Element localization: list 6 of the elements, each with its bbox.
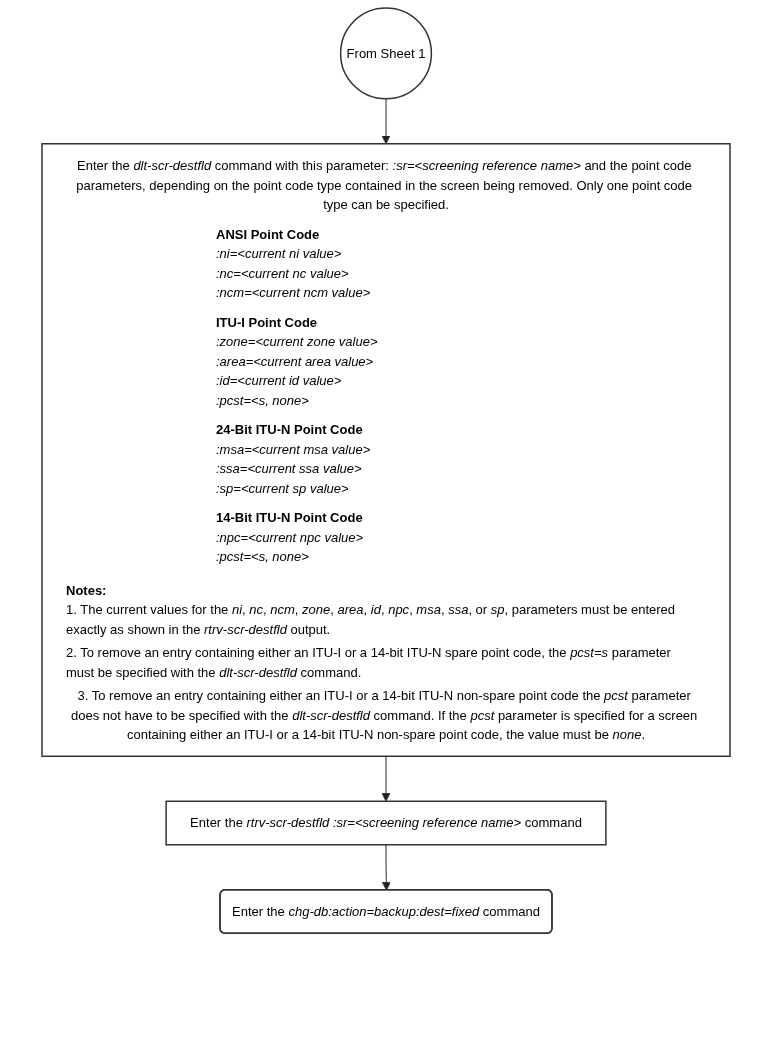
arrow (381, 755, 390, 802)
node-box: Enter the rtrv-scr-destfld :sr=<screening reference name> command (164, 800, 607, 846)
node-circle: From Sheet 1 (339, 7, 432, 100)
arrow (381, 98, 390, 145)
arrow (381, 844, 391, 891)
node-box: Enter the dlt-scr-destfld command with this parameter: :sr=<screening reference name> and the point code parameters, depending on the point code type contained in the screen being removed. Only one point code type can be specified. ANSI Point Code :ni=<current ni value> :nc=<current nc value> :ncm=<current ncm value> ITU-I Point Code :zone=<current zone value> :area=<current area value> :id=<current id value> :pcst=<s, none> 24-Bit ITU-N Point Code :msa=<current msa value> :ssa=<current ssa value> :sp=<current sp value> 14-Bit ITU-N Point Code :npc=<current npc value> :pcst=<s, none> Notes: 1. The current values for the ni, nc, ncm, zone, area, id, npc, msa, ssa, or sp, parameters must be entered exactly as shown in the rtrv-scr-destfld output. 2. To remove an entry containing either an ITU-I or a 14-bit ITU-N spare point code, the pcst=s parameter must be specified with the dlt-scr-destfld command. 3. To remove an entry containing either an ITU-I or a 14-bit ITU-N non-spare point code the pcst parameter does not have to be specified with the dlt-scr-destfld command. If the pcst parameter is specified for a screen containing either an ITU-I or a 14-bit ITU-N non-spare point code, the value must be none. (40, 143, 731, 757)
